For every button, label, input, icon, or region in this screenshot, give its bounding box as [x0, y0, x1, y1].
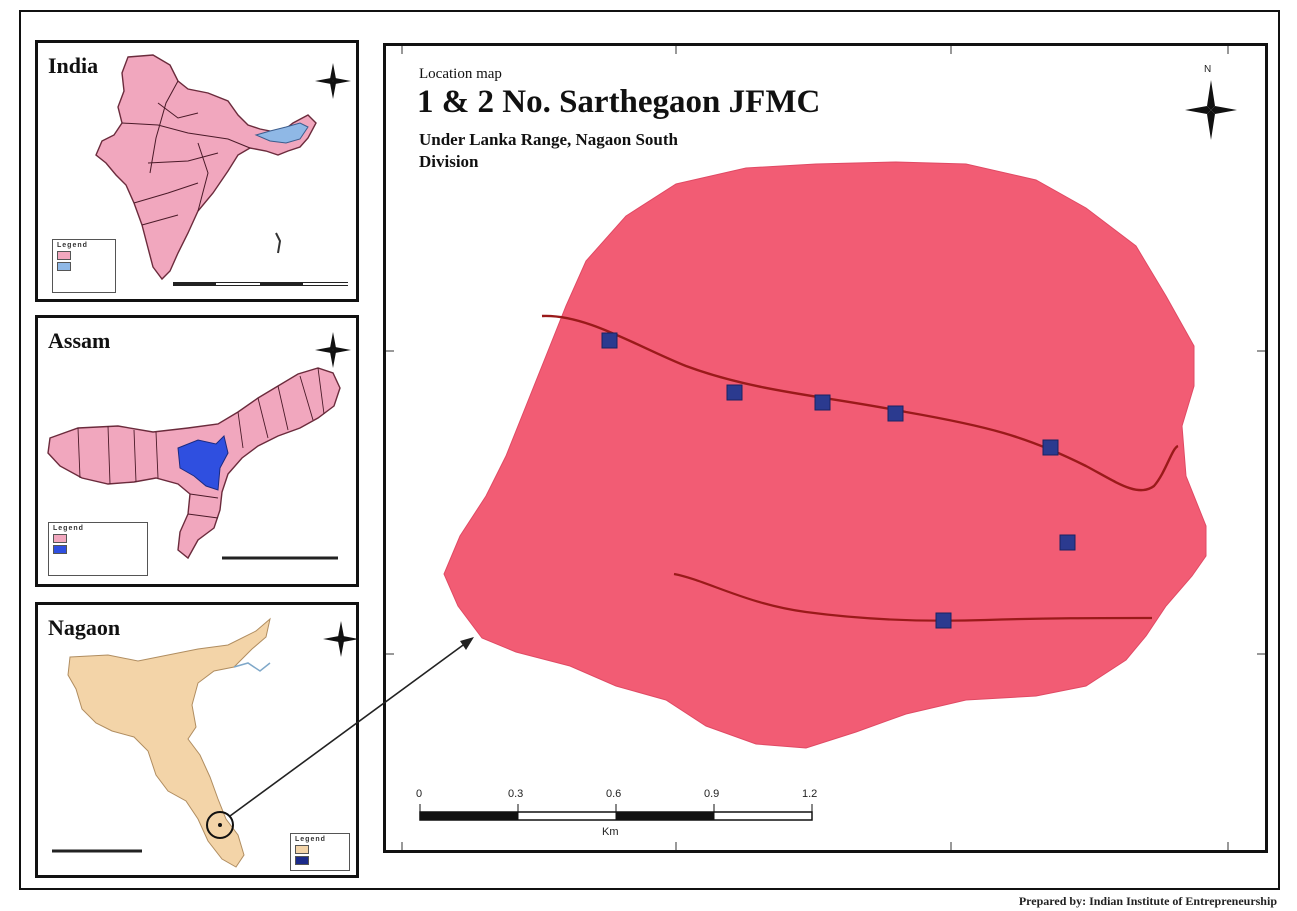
- north-arrow-icon: [315, 332, 351, 368]
- legend-row: [53, 545, 143, 554]
- inset-panel-india: India Legend: [35, 40, 359, 302]
- nagaon-map: [52, 617, 271, 868]
- north-arrow-icon: [323, 621, 356, 657]
- road-north: [541, 314, 1179, 492]
- village-marker: [601, 332, 618, 349]
- scale-tick-0-6: 0.6: [606, 788, 622, 800]
- legend-heading: Legend: [53, 525, 84, 532]
- map-sheet-frame: [19, 10, 1280, 890]
- assam-district-boundaries: [77, 367, 325, 519]
- legend-heading: Legend: [57, 242, 88, 249]
- scale-tick-0: 0: [416, 788, 423, 800]
- inset-title-assam: Assam: [48, 328, 111, 353]
- village-marker: [1059, 534, 1076, 551]
- village-marker: [887, 405, 904, 422]
- assam-map: [47, 367, 341, 560]
- scale-unit: Km: [602, 826, 619, 838]
- inset-title-india: India: [48, 53, 99, 78]
- scale-bar: [419, 804, 813, 821]
- river: [233, 662, 271, 672]
- legend-india: Legend: [52, 239, 116, 293]
- scale-tick-1-2: 1.2: [802, 788, 818, 800]
- map-description-line1: Under Lanka Range, Nagaon South: [419, 130, 679, 149]
- site-locator-dot: [218, 823, 222, 827]
- north-arrow-icon: [1185, 80, 1237, 140]
- inset-panel-nagaon: Nagaon Legend: [35, 602, 359, 878]
- scale-tick-0-9: 0.9: [704, 788, 720, 800]
- legend-row: [295, 856, 345, 865]
- inset-panel-assam: Assam Legend: [35, 315, 359, 587]
- main-location-map: Location map 1 & 2 No. Sarthegaon JFMC U…: [383, 43, 1268, 853]
- islands: [275, 232, 282, 254]
- village-marker: [814, 394, 831, 411]
- village-markers: [601, 332, 1076, 629]
- legend-row: [57, 262, 111, 271]
- legend-assam: Legend: [48, 522, 148, 576]
- prepared-by-credit: Prepared by: Indian Institute of Entrepr…: [1018, 894, 1277, 908]
- nagaon-highlight-assam: [177, 435, 229, 491]
- map-subtitle: Location map: [419, 66, 502, 82]
- road-south: [673, 572, 1153, 622]
- inset-title-nagaon: Nagaon: [48, 615, 121, 640]
- north-label: N: [1204, 64, 1212, 75]
- village-marker: [1042, 439, 1059, 456]
- scale-tick-0-3: 0.3: [508, 788, 524, 800]
- village-marker: [935, 612, 952, 629]
- legend-nagaon: Legend: [290, 833, 350, 871]
- jfmc-boundary: [443, 161, 1207, 749]
- sarthegaon-area-map: [386, 46, 1265, 850]
- village-marker: [726, 384, 743, 401]
- map-description: Under Lanka Range, Nagaon South Division: [419, 129, 779, 173]
- map-title: 1 & 2 No. Sarthegaon JFMC: [417, 84, 821, 120]
- legend-row: [295, 845, 345, 854]
- legend-row: [57, 251, 111, 260]
- legend-heading: Legend: [295, 836, 326, 843]
- site-locator-circle: [206, 811, 234, 839]
- assam-highlight-india: [254, 122, 309, 144]
- nagaon-outline: [67, 617, 271, 868]
- india-map: [95, 54, 348, 286]
- north-arrow-icon: [315, 63, 351, 99]
- map-description-line2: Division: [419, 152, 479, 171]
- india-internal-boundaries: [121, 80, 251, 226]
- legend-row: [53, 534, 143, 543]
